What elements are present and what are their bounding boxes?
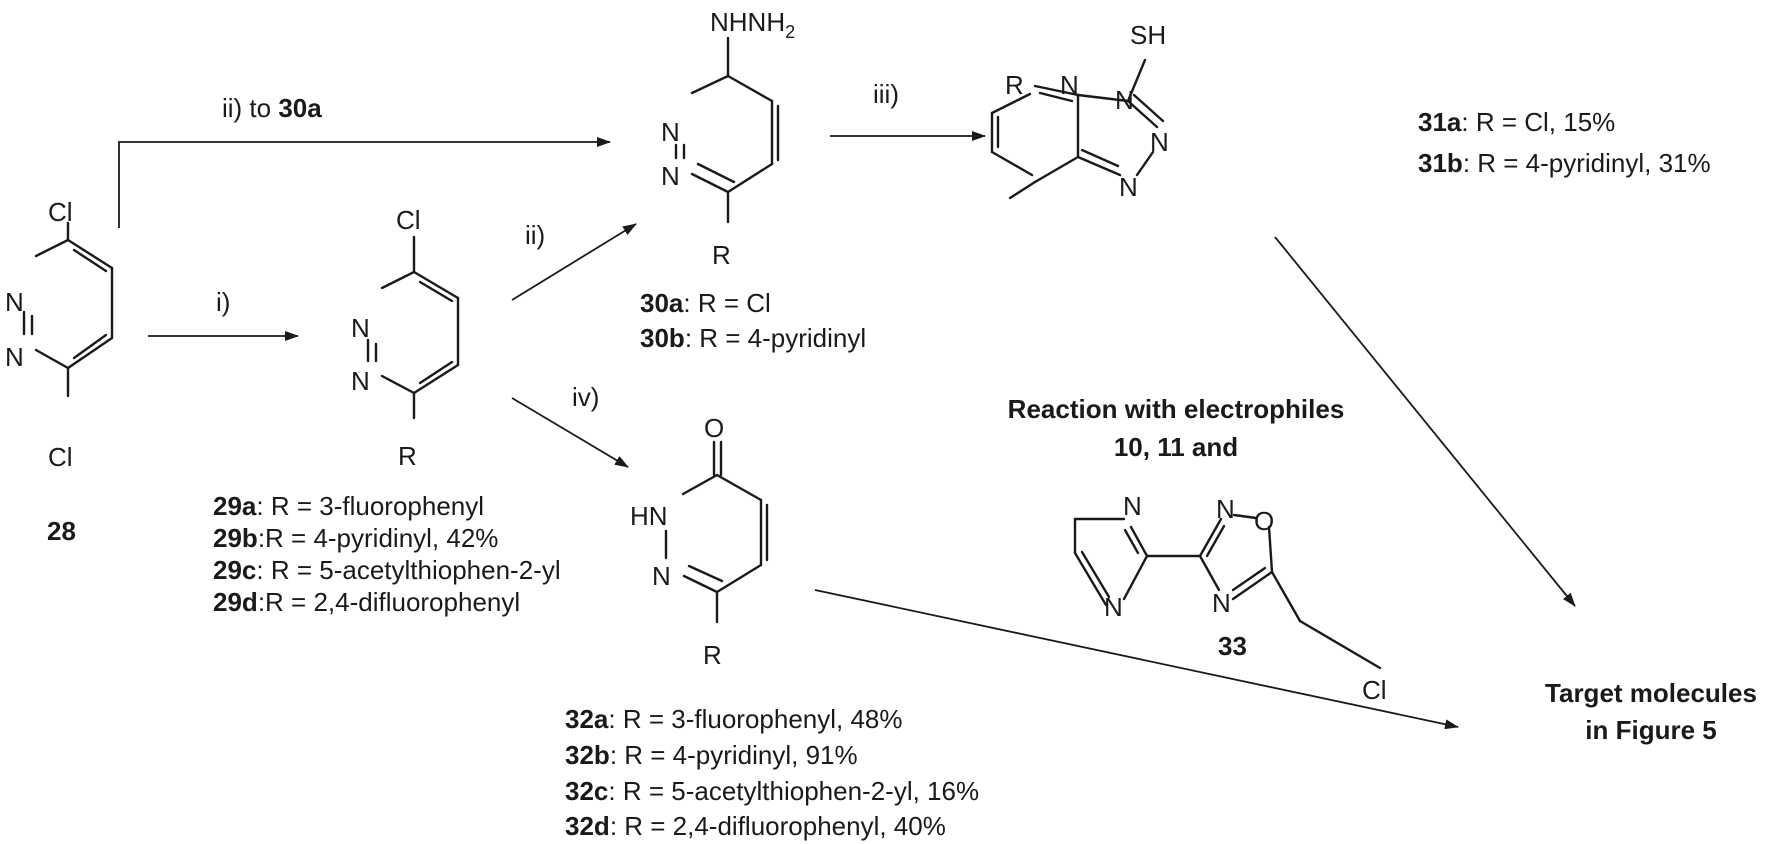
c31-n-c: N [1150, 127, 1169, 157]
c28-n1: N [5, 287, 24, 317]
arrow-ii-to-30a-label: ii) to 30a [222, 93, 322, 123]
c29-entry-a: 29a: R = 3-fluorophenyl [213, 491, 484, 521]
c32-entry-d: 32d: R = 2,4-difluorophenyl, 40% [565, 811, 946, 841]
c32-entries: 32a: R = 3-fluorophenyl, 48% 32b: R = 4-… [565, 704, 979, 841]
c32-o: O [704, 413, 724, 443]
c32-entry-b: 32b: R = 4-pyridinyl, 91% [565, 740, 858, 770]
c32-entry-a: 32a: R = 3-fluorophenyl, 48% [565, 704, 903, 734]
c32-hn: HN [630, 501, 668, 531]
arrow-iv-label: iv) [572, 382, 599, 412]
c31-entries: 31a: R = Cl, 15% 31b: R = 4-pyridinyl, 3… [1418, 107, 1711, 178]
target-line2: in Figure 5 [1585, 715, 1716, 745]
compound-30-structure: NHNH2 N N R [661, 7, 795, 270]
c30-entry-a: 30a: R = Cl [640, 288, 771, 318]
c32-r: R [703, 640, 722, 670]
c28-label: 28 [47, 516, 76, 546]
c30-n2: N [661, 161, 680, 191]
c28-cl-bottom: Cl [48, 442, 73, 472]
c32-entry-c: 32c: R = 5-acetylthiophen-2-yl, 16% [565, 776, 979, 806]
c29-entry-c: 29c: R = 5-acetylthiophen-2-yl [213, 555, 561, 585]
c33-n-pyr2: N [1104, 592, 1123, 622]
c29-n1: N [351, 313, 370, 343]
c28-cl-top: Cl [48, 197, 73, 227]
c33-o: O [1254, 506, 1274, 536]
c29-n2: N [351, 366, 370, 396]
arrow-28-to-30a [118, 137, 611, 228]
c30-hydrazine: NHNH2 [710, 7, 795, 42]
c33-n-ox1: N [1216, 494, 1235, 524]
arrow-29-to-32 [511, 397, 629, 468]
c30-entries: 30a: R = Cl 30b: R = 4-pyridinyl [640, 288, 866, 353]
arrow-i-label: i) [216, 287, 230, 317]
electrophile-note-line2: 10, 11 and [1114, 432, 1238, 462]
c29-entries: 29a: R = 3-fluorophenyl 29b:R = 4-pyridi… [213, 491, 561, 617]
c30-r: R [712, 240, 731, 270]
arrow-29-to-30 [511, 223, 637, 301]
arrow-32-to-target [814, 589, 1459, 730]
compound-28-structure: Cl N N Cl [5, 197, 114, 472]
c31-r: R [1005, 70, 1024, 100]
c31-n-b: N [1115, 85, 1134, 115]
c28-n2: N [5, 342, 24, 372]
c31-entry-b: 31b: R = 4-pyridinyl, 31% [1418, 148, 1711, 178]
c31-n-a: N [1060, 70, 1079, 100]
arrow-iii-label: iii) [873, 79, 899, 109]
electrophile-note-line1: Reaction with electrophiles [1008, 394, 1345, 424]
c29-entry-d: 29d:R = 2,4-difluorophenyl [213, 587, 520, 617]
compound-32-structure: O HN N R [630, 413, 769, 670]
arrow-31-to-target [1274, 236, 1576, 607]
c31-n-d: N [1119, 172, 1138, 202]
compound-29-structure: Cl N N R [351, 205, 460, 471]
c29-entry-b: 29b:R = 4-pyridinyl, 42% [213, 523, 498, 553]
c31-sh: SH [1130, 20, 1166, 50]
c30-n1: N [661, 117, 680, 147]
target-line1: Target molecules [1545, 678, 1757, 708]
c32-n: N [652, 561, 671, 591]
c30-entry-b: 30b: R = 4-pyridinyl [640, 323, 866, 353]
compound-31-structure: SH R N N N N [990, 20, 1169, 202]
c33-cl: Cl [1362, 675, 1387, 705]
arrow-ii-label: ii) [525, 220, 545, 250]
c33-label: 33 [1218, 631, 1247, 661]
c33-n-pyr1: N [1123, 491, 1142, 521]
c29-cl: Cl [396, 205, 421, 235]
c29-r: R [398, 441, 417, 471]
c33-n-ox2: N [1212, 588, 1231, 618]
compound-33-structure: N N N O N Cl [1073, 491, 1387, 705]
c31-entry-a: 31a: R = Cl, 15% [1418, 107, 1615, 137]
